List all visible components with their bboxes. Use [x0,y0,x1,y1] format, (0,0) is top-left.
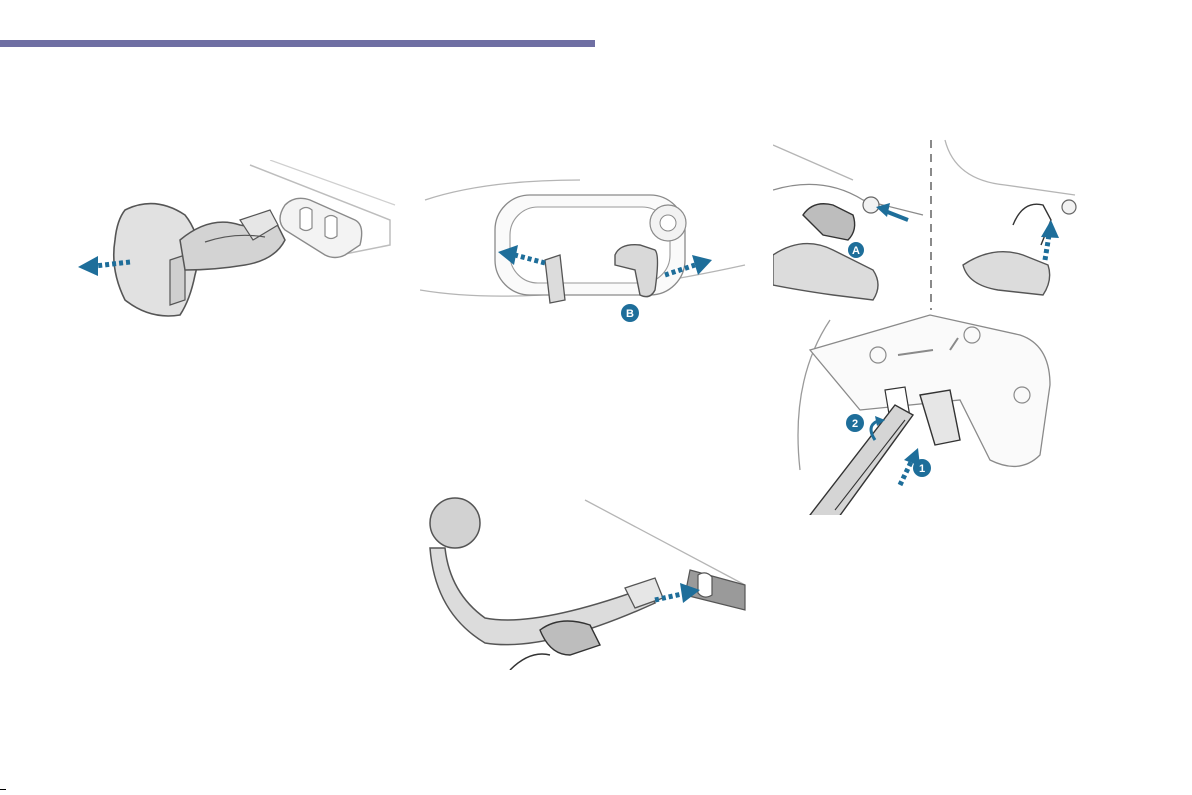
illustration-lock-indicator: A [773,135,1108,310]
section-header-bar [0,40,595,47]
illustration-unlock-key: 2 1 [790,310,1065,515]
step-1-push-icon: 1 [900,448,931,485]
svg-text:B: B [626,308,634,320]
callout-b-badge: B [621,304,639,322]
illustration-remove-cap [70,160,400,325]
illustration-socket-cover: B [420,175,750,325]
svg-text:2: 2 [852,418,858,430]
page-corner-mark [0,789,6,790]
svg-text:A: A [852,245,860,257]
illustration-insert-towball [420,490,750,670]
indicator-arrow-icon [876,203,908,220]
callout-a-badge: A [848,242,864,258]
svg-text:1: 1 [919,463,925,475]
